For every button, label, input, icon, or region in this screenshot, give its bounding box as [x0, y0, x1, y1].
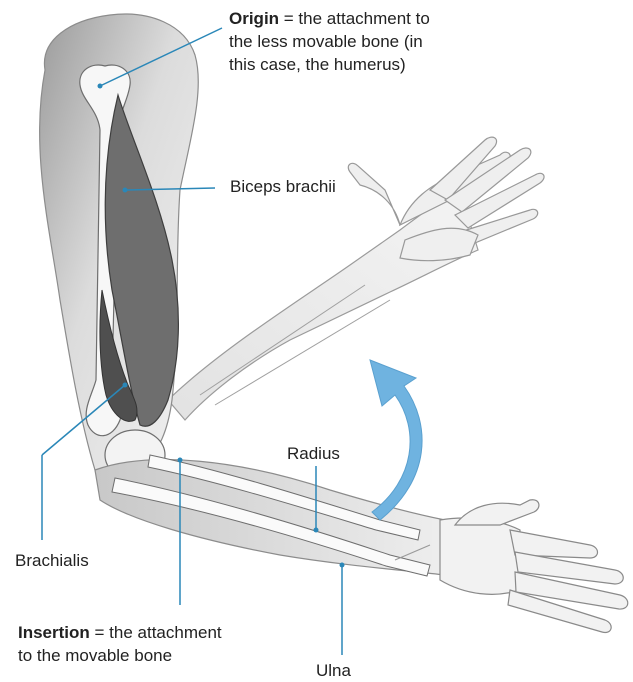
- origin-text-line1: = the attachment to: [279, 9, 430, 28]
- insertion-term: Insertion: [18, 623, 90, 642]
- raised-forearm: [168, 190, 478, 420]
- radius-label: Radius: [287, 443, 340, 464]
- insertion-label: Insertion = the attachment: [18, 622, 222, 643]
- origin-label: Origin = the attachment to: [229, 8, 430, 29]
- flexion-arrow: [370, 360, 422, 520]
- insertion-text-line2: to the movable bone: [18, 645, 172, 666]
- ulna-label: Ulna: [316, 660, 351, 681]
- origin-text-line2: the less movable bone (in: [229, 31, 423, 52]
- biceps-brachii-label: Biceps brachii: [230, 176, 336, 197]
- insertion-text-line1: = the attachment: [90, 623, 222, 642]
- raised-hand: [348, 137, 544, 261]
- origin-text-line3: this case, the humerus): [229, 54, 406, 75]
- brachialis-label: Brachialis: [15, 550, 89, 571]
- origin-term: Origin: [229, 9, 279, 28]
